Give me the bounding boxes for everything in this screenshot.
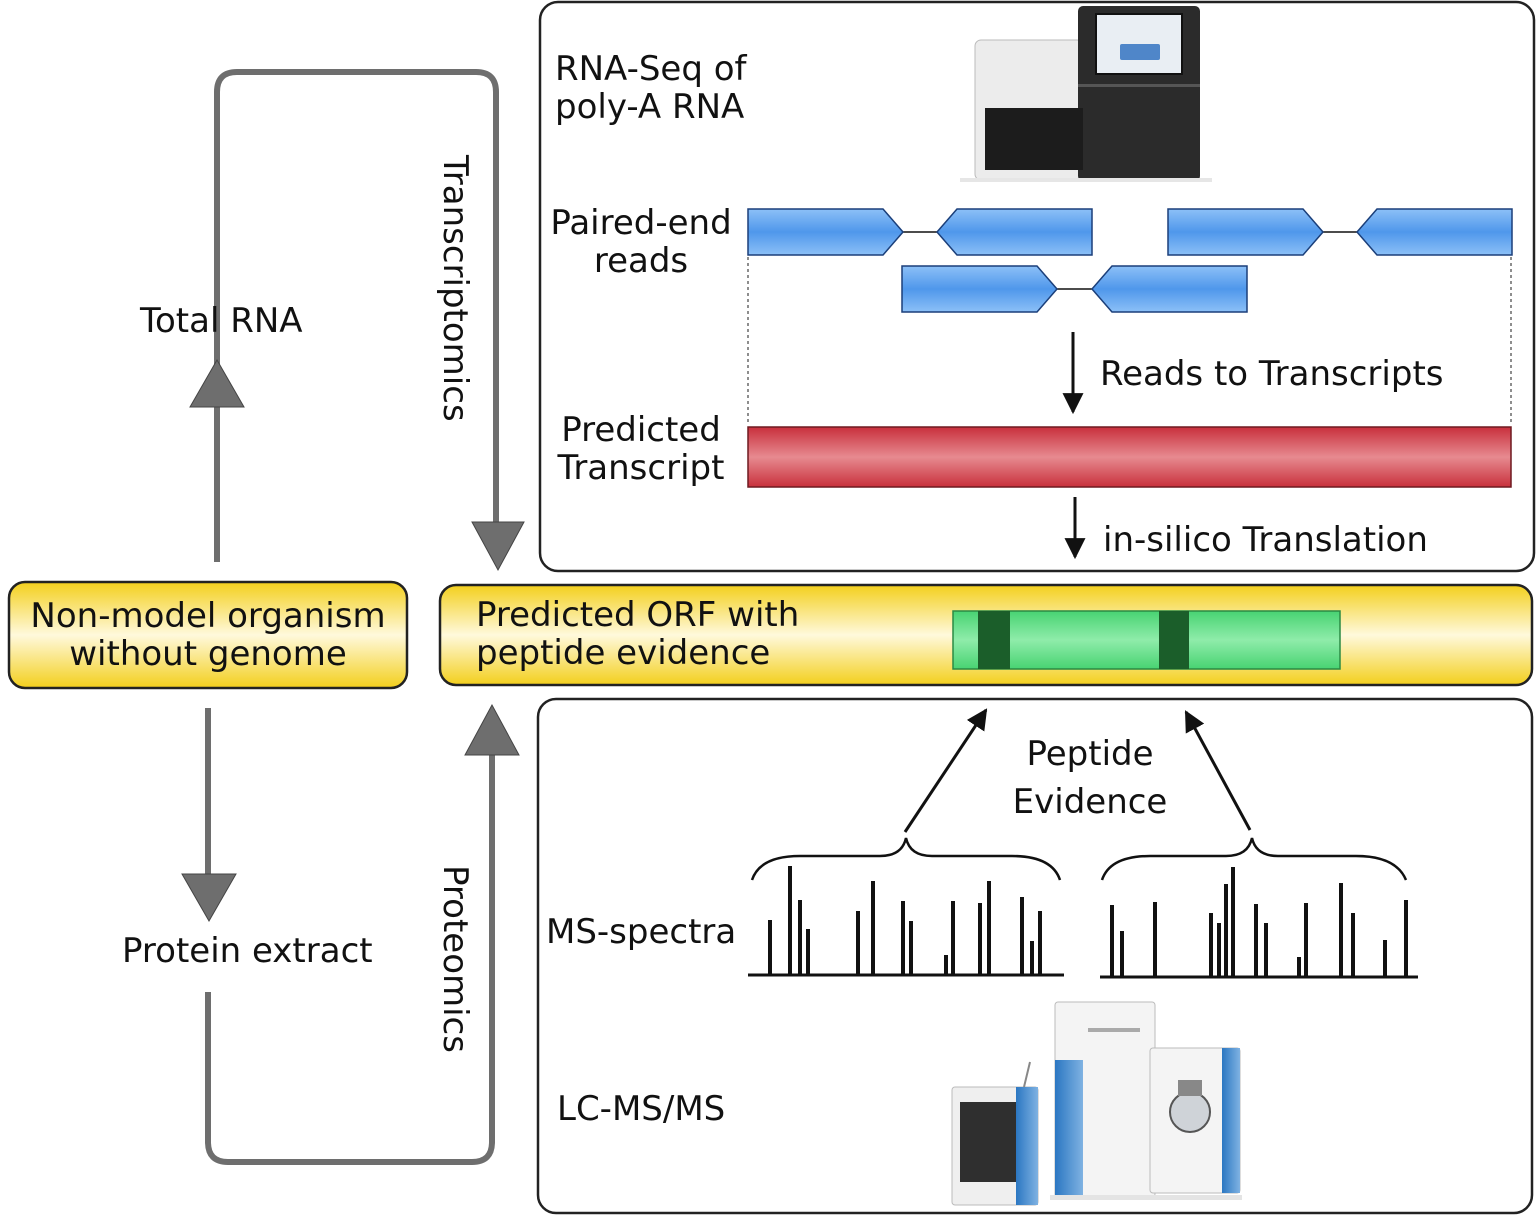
- predicted-transcript-label: Predicted Transcript: [545, 411, 737, 487]
- sequencer-instrument-icon: [960, 6, 1212, 182]
- orf-label-line2: peptide evidence: [476, 633, 771, 673]
- proteomics-label: Proteomics: [435, 865, 475, 1053]
- paired-end-reads: [747, 208, 1513, 313]
- peptide-segment-2: [1159, 611, 1189, 669]
- mass-spectrometer-icon: [951, 1001, 1242, 1206]
- paired-end-label: Paired-end reads: [545, 204, 737, 280]
- ms-spectrum-1: [748, 866, 1064, 977]
- predicted-transcript-label-line1: Predicted: [561, 410, 721, 450]
- peptide-evidence-label-line2: Evidence: [1012, 782, 1168, 822]
- protein-extract-label: Protein extract: [122, 931, 373, 971]
- organism-label-line1: Non-model organism: [30, 596, 386, 636]
- transcriptomics-label: Transcriptomics: [435, 155, 475, 422]
- reads-to-transcripts-label: Reads to Transcripts: [1100, 354, 1444, 394]
- rnaseq-label-line1: RNA-Seq of: [555, 49, 747, 89]
- proteomics-arrowhead: [464, 703, 520, 756]
- peptide-evidence-arrow-right: [1184, 710, 1252, 831]
- peptide-evidence-label-line1: Peptide: [1026, 734, 1154, 774]
- read-pair3-reverse: [1091, 265, 1248, 313]
- ms-spectra-label: MS-spectra: [546, 912, 737, 952]
- rnaseq-label-line2: poly-A RNA: [555, 87, 745, 127]
- read-pair2-forward: [1167, 208, 1324, 256]
- paired-end-label-line1: Paired-end: [550, 203, 732, 243]
- read-pair1-reverse: [936, 208, 1093, 256]
- orf-label-line1: Predicted ORF with: [476, 595, 800, 635]
- peptide-evidence-arrow-left: [903, 708, 988, 833]
- organism-label: Non-model organism without genome: [9, 597, 407, 673]
- read-pair2-reverse: [1356, 208, 1513, 256]
- predicted-transcript-label-line2: Transcript: [557, 448, 725, 488]
- read-pair1-forward: [747, 208, 904, 256]
- proteomics-return-line: [205, 752, 495, 1165]
- lcmsms-label: LC-MS/MS: [557, 1089, 726, 1129]
- peptide-evidence-label: Peptide Evidence: [990, 735, 1190, 821]
- protein-extract-arrowhead: [181, 873, 237, 923]
- transcriptomics-arrowhead: [471, 521, 525, 572]
- ms-spectrum-2: [1100, 867, 1418, 979]
- paired-end-label-line2: reads: [593, 241, 689, 281]
- orf-label: Predicted ORF with peptide evidence: [476, 596, 799, 672]
- organism-box: [7, 580, 409, 690]
- proteomics-panel: [536, 697, 1534, 1215]
- total-rna-arrowhead: [189, 358, 245, 408]
- spectrum-brace-right: [1100, 837, 1408, 881]
- peptide-segment-1: [978, 611, 1010, 669]
- total-rna-label: Total RNA: [140, 301, 303, 341]
- transcriptomics-flow-line: [214, 69, 499, 562]
- rnaseq-label: RNA-Seq of poly-A RNA: [555, 50, 747, 126]
- organism-label-line2: without genome: [69, 634, 347, 674]
- predicted-transcript-bar: [747, 426, 1512, 488]
- spectrum-brace-left: [750, 837, 1062, 881]
- read-pair3-forward: [901, 265, 1058, 313]
- orf-bar: [952, 610, 1341, 670]
- in-silico-translation-label: in-silico Translation: [1103, 520, 1428, 560]
